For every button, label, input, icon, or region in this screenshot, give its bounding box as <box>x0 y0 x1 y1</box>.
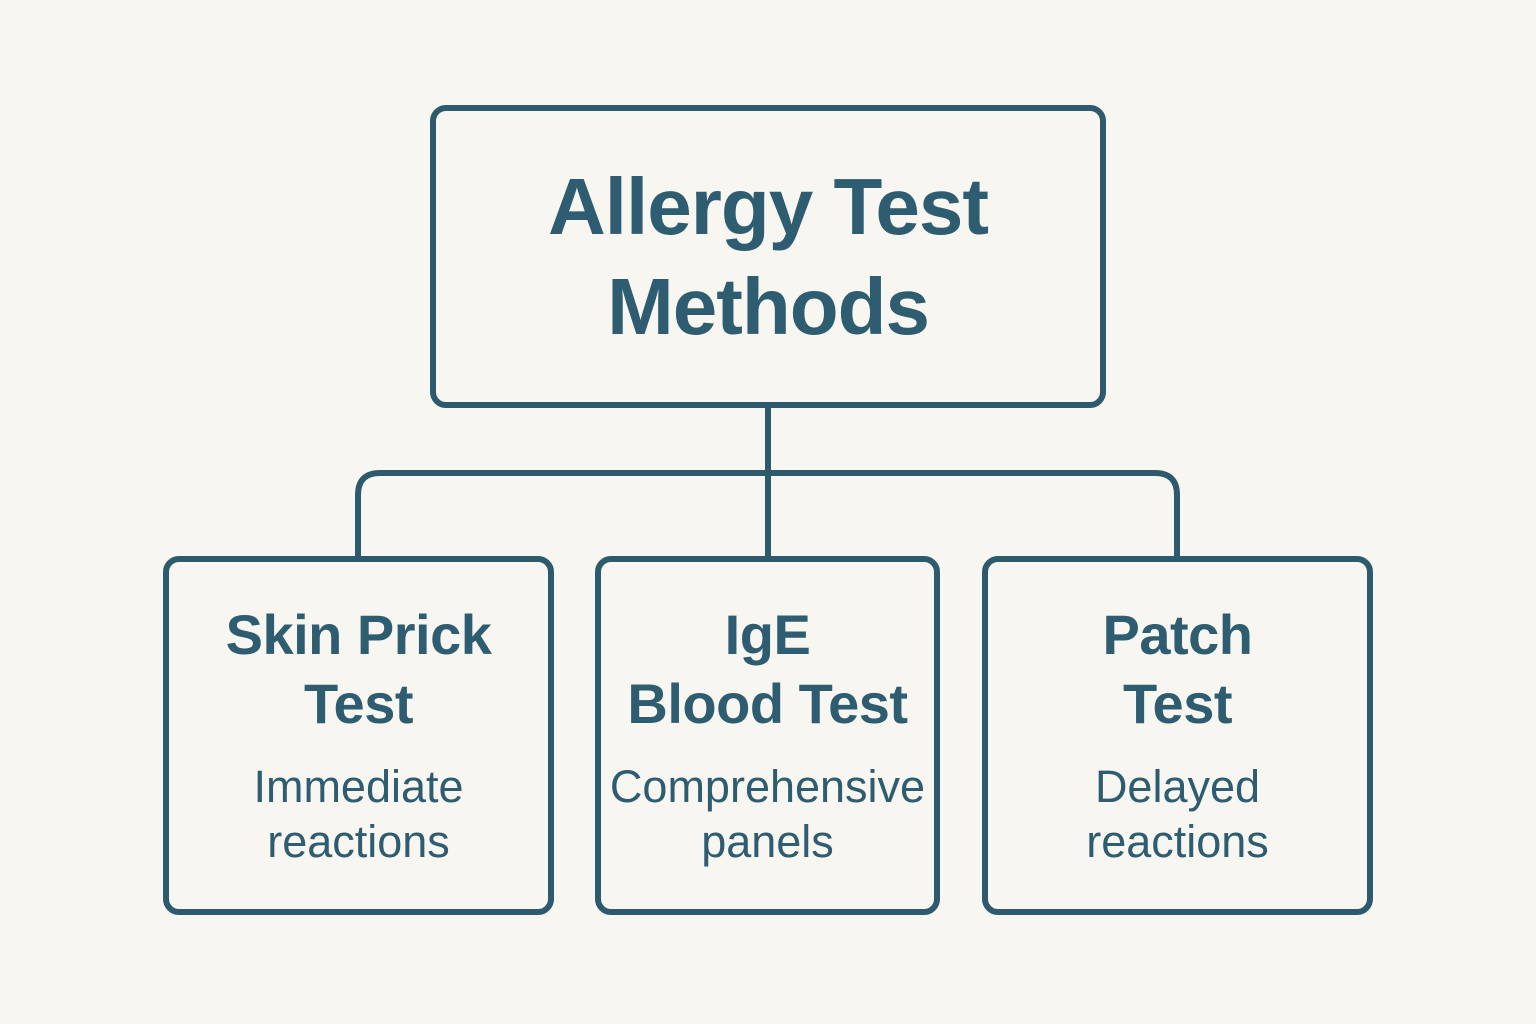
node-patch-test: Patch Test Delayed reactions <box>982 556 1373 915</box>
node-title: Skin Prick Test <box>225 602 492 735</box>
node-title: IgE Blood Test <box>627 602 908 735</box>
node-subtitle: Delayed reactions <box>1086 760 1269 868</box>
node-title: Patch Test <box>1102 602 1254 735</box>
node-subtitle: Immediate reactions <box>253 760 464 868</box>
node-skin-prick-test: Skin Prick Test Immediate reactions <box>163 556 554 915</box>
node-ige-blood-test: IgE Blood Test Comprehensive panels <box>595 556 940 915</box>
connector-rail-with-elbows <box>355 470 1180 556</box>
root-node-title: Allergy Test Methods <box>548 161 989 351</box>
node-subtitle: Comprehensive panels <box>609 760 926 868</box>
node-allergy-test-methods: Allergy Test Methods <box>430 105 1106 408</box>
